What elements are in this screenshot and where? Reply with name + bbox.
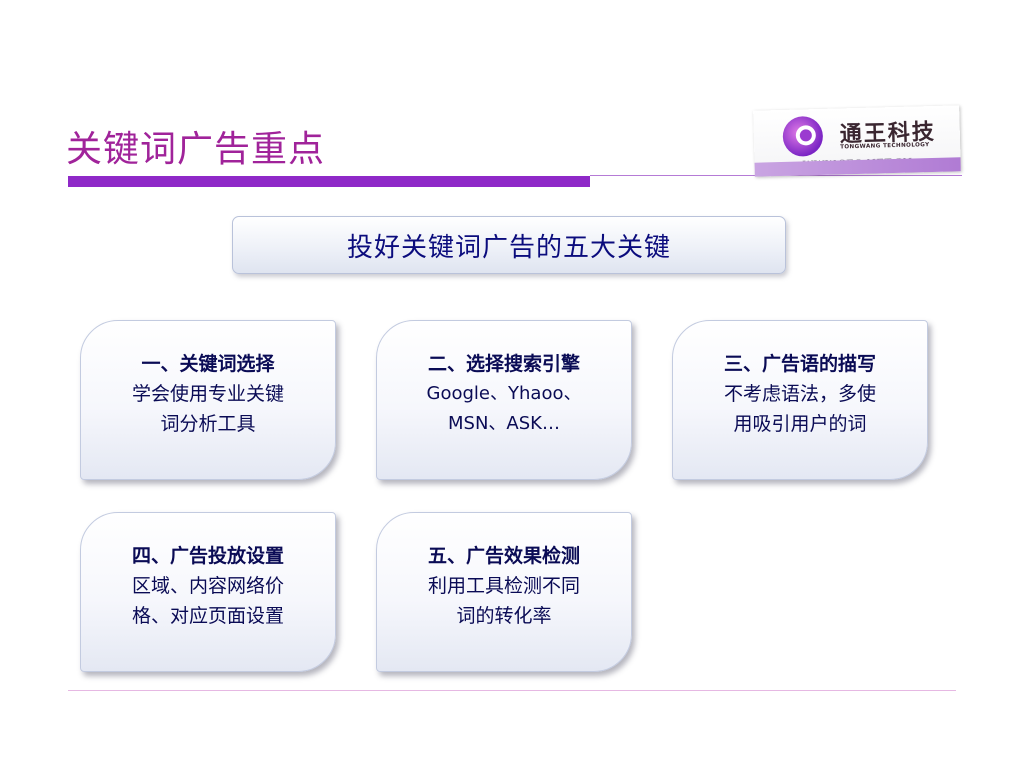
card-title: 四、广告投放设置 bbox=[131, 545, 284, 567]
card-title: 一、关键词选择 bbox=[141, 353, 275, 375]
logo-strip bbox=[754, 157, 961, 177]
slide-title: 关键词广告重点 bbox=[66, 129, 326, 170]
headline-box: 投好关键词广告的五大关键 bbox=[232, 216, 786, 274]
card-body: 区域、内容网络价 格、对应页面设置 bbox=[131, 575, 284, 627]
card-body: 不考虑语法，多使 用吸引用户的词 bbox=[723, 383, 876, 435]
logo-tagline: TONGWANG TECHNOLOGY bbox=[840, 142, 930, 151]
card-title: 三、广告语的描写 bbox=[723, 353, 876, 375]
company-logo: 通王科技 TONGWANG TECHNOLOGY WWW.SEO.NET.CN bbox=[753, 105, 961, 177]
logo-swirl-icon bbox=[782, 116, 823, 157]
card-body: Google、Yhaoo、 MSN、ASK… bbox=[426, 383, 582, 434]
headline-text: 投好关键词广告的五大关键 bbox=[346, 232, 671, 263]
card-body: 学会使用专业关键 词分析工具 bbox=[131, 383, 284, 435]
key-card-3: 三、广告语的描写 不考虑语法，多使 用吸引用户的词 bbox=[672, 320, 928, 480]
title-accent-bar bbox=[68, 176, 590, 187]
footer-divider-line bbox=[68, 690, 956, 691]
key-card-5: 五、广告效果检测 利用工具检测不同 词的转化率 bbox=[376, 512, 632, 672]
key-card-1: 一、关键词选择 学会使用专业关键 词分析工具 bbox=[80, 320, 336, 480]
card-title: 五、广告效果检测 bbox=[427, 545, 580, 567]
card-body: 利用工具检测不同 词的转化率 bbox=[427, 575, 580, 627]
key-card-2: 二、选择搜索引擎 Google、Yhaoo、 MSN、ASK… bbox=[376, 320, 632, 480]
card-title: 二、选择搜索引擎 bbox=[427, 353, 580, 375]
key-card-4: 四、广告投放设置 区域、内容网络价 格、对应页面设置 bbox=[80, 512, 336, 672]
